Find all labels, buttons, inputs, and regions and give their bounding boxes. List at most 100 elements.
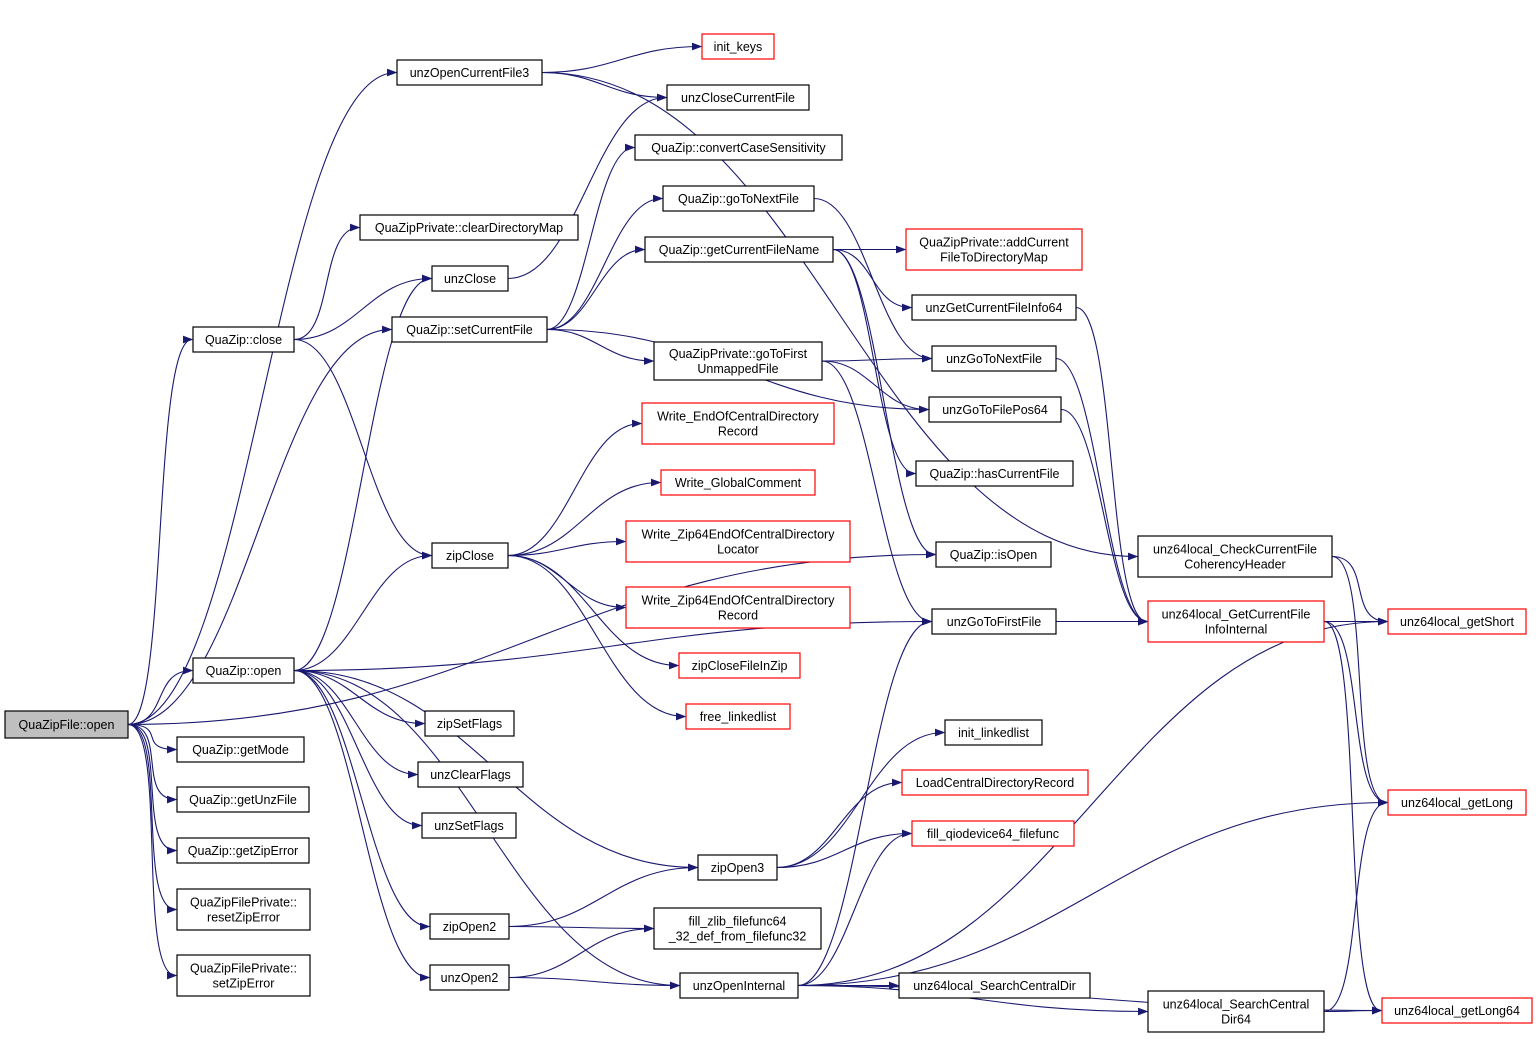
node-unzgetcurinfo64[interactable]: unzGetCurrentFileInfo64 — [911, 294, 1077, 321]
node-box[interactable] — [391, 316, 548, 343]
node-qz_hascur[interactable]: QuaZip::hasCurrentFile — [915, 460, 1074, 487]
node-box[interactable] — [431, 542, 509, 569]
node-qz_getcurname[interactable]: QuaZip::getCurrentFileName — [644, 236, 834, 263]
node-getlong[interactable]: unz64local_getLong — [1387, 789, 1527, 816]
node-box[interactable] — [1137, 535, 1333, 578]
node-box[interactable] — [641, 402, 835, 445]
node-qfp_reset[interactable]: QuaZipFilePrivate::resetZipError — [176, 888, 311, 931]
node-box[interactable] — [396, 59, 543, 86]
node-checkcoh[interactable]: unz64local_CheckCurrentFileCoherencyHead… — [1137, 535, 1333, 578]
node-unzclosecur[interactable]: unzCloseCurrentFile — [666, 84, 810, 111]
node-unzopen2[interactable]: unzOpen2 — [429, 964, 510, 991]
node-box[interactable] — [1381, 997, 1533, 1024]
node-zipopen3[interactable]: zipOpen3 — [697, 854, 778, 881]
node-unzopeninternal[interactable]: unzOpenInternal — [679, 972, 799, 999]
node-box[interactable] — [905, 228, 1083, 271]
node-box[interactable] — [679, 972, 799, 999]
node-box[interactable] — [176, 786, 310, 813]
node-box[interactable] — [417, 761, 524, 788]
node-box[interactable] — [901, 769, 1089, 796]
node-qz_setcur[interactable]: QuaZip::setCurrentFile — [391, 316, 548, 343]
node-box[interactable] — [911, 294, 1077, 321]
node-freell[interactable]: free_linkedlist — [685, 703, 791, 730]
node-box[interactable] — [685, 703, 791, 730]
node-box[interactable] — [4, 710, 129, 739]
node-box[interactable] — [625, 520, 851, 563]
node-fillqio[interactable]: fill_qiodevice64_filefunc — [911, 820, 1075, 847]
node-qz_getziperror[interactable]: QuaZip::getZipError — [176, 837, 310, 864]
node-zipsetflags[interactable]: zipSetFlags — [424, 710, 515, 737]
node-zipopen2[interactable]: zipOpen2 — [429, 913, 510, 940]
node-box[interactable] — [421, 812, 517, 839]
node-box[interactable] — [176, 888, 311, 931]
node-unzgotonext[interactable]: unzGoToNextFile — [931, 345, 1057, 372]
node-box[interactable] — [192, 326, 295, 353]
node-box[interactable] — [944, 719, 1043, 746]
node-box[interactable] — [431, 265, 509, 292]
node-unzopencur3[interactable]: unzOpenCurrentFile3 — [396, 59, 543, 86]
node-qz_convcase[interactable]: QuaZip::convertCaseSensitivity — [634, 134, 843, 161]
node-loadcdr[interactable]: LoadCentralDirectoryRecord — [901, 769, 1089, 796]
node-initll[interactable]: init_linkedlist — [944, 719, 1043, 746]
node-unzsetflags[interactable]: unzSetFlags — [421, 812, 517, 839]
node-zipclosefile[interactable]: zipCloseFileInZip — [678, 652, 801, 679]
node-root[interactable]: QuaZipFile::open — [4, 710, 129, 739]
node-box[interactable] — [1147, 600, 1325, 643]
node-box[interactable] — [931, 608, 1057, 635]
node-qz_close[interactable]: QuaZip::close — [192, 326, 295, 353]
node-box[interactable] — [1387, 789, 1527, 816]
node-box[interactable] — [653, 341, 823, 381]
node-box[interactable] — [176, 837, 310, 864]
node-qzp_addcur[interactable]: QuaZipPrivate::addCurrentFileToDirectory… — [905, 228, 1083, 271]
node-getshort[interactable]: unz64local_getShort — [1387, 608, 1527, 635]
node-unzclearflags[interactable]: unzClearFlags — [417, 761, 524, 788]
node-box[interactable] — [911, 820, 1075, 847]
node-box[interactable] — [192, 657, 295, 684]
node-getlong64[interactable]: unz64local_getLong64 — [1381, 997, 1533, 1024]
node-box[interactable] — [915, 460, 1074, 487]
node-box[interactable] — [928, 396, 1062, 423]
node-box[interactable] — [429, 913, 510, 940]
node-box[interactable] — [660, 469, 816, 496]
node-box[interactable] — [1387, 608, 1527, 635]
node-unzgotofirst[interactable]: unzGoToFirstFile — [931, 608, 1057, 635]
node-unzclose[interactable]: unzClose — [431, 265, 509, 292]
node-box[interactable] — [678, 652, 801, 679]
node-box[interactable] — [429, 964, 510, 991]
node-box[interactable] — [644, 236, 834, 263]
node-qz_gotonext[interactable]: QuaZip::goToNextFile — [662, 185, 815, 212]
node-box[interactable] — [931, 345, 1057, 372]
node-zipclose[interactable]: zipClose — [431, 542, 509, 569]
node-box[interactable] — [634, 134, 843, 161]
node-qfp_set[interactable]: QuaZipFilePrivate::setZipError — [176, 954, 311, 997]
node-box[interactable] — [662, 185, 815, 212]
node-box[interactable] — [625, 586, 851, 629]
node-box[interactable] — [176, 736, 305, 763]
node-write_gc[interactable]: Write_GlobalComment — [660, 469, 816, 496]
node-box[interactable] — [697, 854, 778, 881]
node-fillzlib[interactable]: fill_zlib_filefunc64_32_def_from_filefun… — [653, 907, 822, 950]
node-box[interactable] — [176, 954, 311, 997]
node-box[interactable] — [701, 33, 775, 60]
node-box[interactable] — [1147, 990, 1325, 1033]
node-box[interactable] — [653, 907, 822, 950]
node-box[interactable] — [935, 541, 1052, 568]
node-box[interactable] — [424, 710, 515, 737]
node-box[interactable] — [666, 84, 810, 111]
node-qz_isopen[interactable]: QuaZip::isOpen — [935, 541, 1052, 568]
node-qz_getunzfile[interactable]: QuaZip::getUnzFile — [176, 786, 310, 813]
node-qz_open[interactable]: QuaZip::open — [192, 657, 295, 684]
node-qzp_cleardir[interactable]: QuaZipPrivate::clearDirectoryMap — [359, 214, 579, 241]
node-box[interactable] — [359, 214, 579, 241]
node-box[interactable] — [898, 972, 1091, 999]
node-unzgotopos64[interactable]: unzGoToFilePos64 — [928, 396, 1062, 423]
node-initkeys[interactable]: init_keys — [701, 33, 775, 60]
node-searchcd[interactable]: unz64local_SearchCentralDir — [898, 972, 1091, 999]
node-qz_getmode[interactable]: QuaZip::getMode — [176, 736, 305, 763]
